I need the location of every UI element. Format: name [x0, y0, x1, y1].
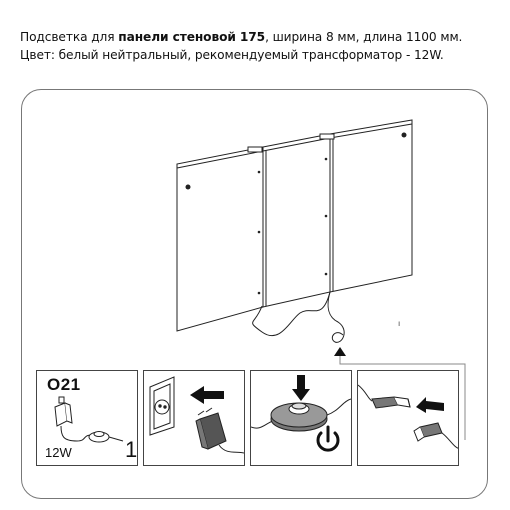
description-line-2: Цвет: белый нейтральный, рекомендуемый т… [20, 48, 444, 62]
panel-name: панели стеновой 175 [118, 30, 266, 44]
foot-switch-icon [251, 398, 351, 432]
insert-arrow-icon [190, 386, 224, 404]
step-plug-in [143, 370, 245, 466]
transformer-label: 12W [45, 445, 72, 460]
illustration-frame [21, 89, 488, 499]
power-plug-icon [195, 407, 227, 450]
step-connect [357, 370, 459, 466]
step-switch [250, 370, 352, 466]
push-arrow-icon [292, 375, 310, 401]
kit-code: O21 [47, 375, 81, 394]
power-symbol-icon [316, 425, 340, 452]
step-kit: O21 12W 1 [36, 370, 138, 466]
step-number: 1 [125, 437, 138, 462]
transformer-icon [54, 396, 124, 443]
connector-icon [371, 396, 458, 449]
svg-text:ı: ı [398, 319, 400, 328]
product-description: Подсветка для панели стеновой 175, ширин… [20, 28, 500, 64]
description-line-1: Подсветка для панели стеновой 175, ширин… [20, 30, 463, 44]
push-arrow-icon-2 [416, 397, 444, 413]
power-outlet-icon [149, 376, 244, 454]
